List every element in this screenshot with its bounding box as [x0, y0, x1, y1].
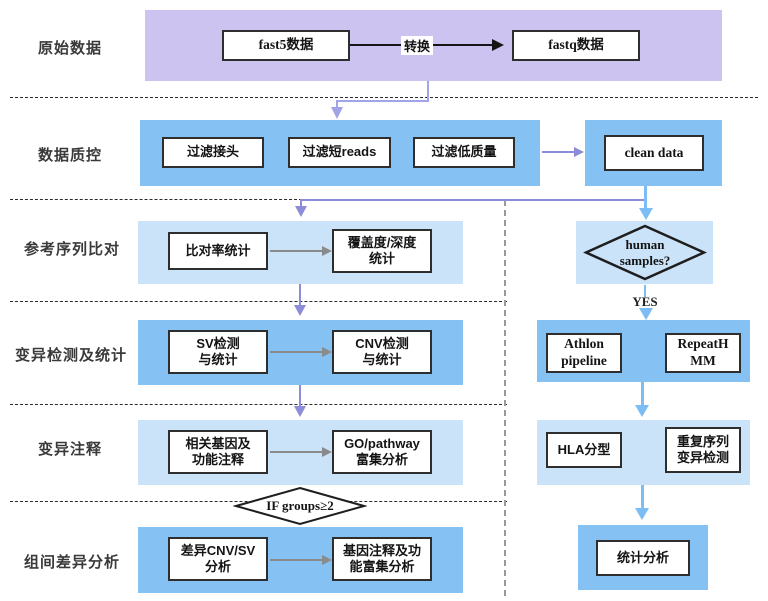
edge-qc-clean-line — [542, 151, 576, 153]
row-label-qc: 数据质控 — [38, 147, 103, 164]
connector-yes-arrowhead — [639, 308, 653, 320]
connector-align-var-line — [299, 284, 301, 306]
node-diff-cnv-sv: 差异CNV/SV 分析 — [168, 537, 268, 581]
node-filter-low-quality: 过滤低质量 — [413, 137, 515, 168]
edge-diff-arrowhead — [322, 555, 332, 565]
separator-3 — [10, 301, 507, 302]
node-fast5-data: fast5数据 — [222, 30, 350, 61]
connector-raw-qc-v1 — [427, 81, 429, 101]
node-filter-short-reads: 过滤短reads — [288, 137, 391, 168]
node-sv-calling: SV检测 与统计 — [168, 330, 268, 374]
decision-if-groups-label: IF groups≥2 — [266, 498, 334, 514]
connector-branch-arrowhead — [295, 206, 307, 217]
connector-branch-h — [300, 199, 646, 201]
connector-var-annot-arrowhead — [294, 406, 306, 417]
row-label-alignment: 参考序列比对 — [24, 241, 121, 258]
node-coverage-depth: 覆盖度/深度 统计 — [332, 229, 432, 273]
node-mapping-rate: 比对率统计 — [168, 232, 268, 270]
edge-var-line — [270, 351, 328, 353]
separator-vertical — [504, 200, 506, 596]
node-go-pathway: GO/pathway 富集分析 — [332, 430, 432, 474]
decision-human-samples: human samples? — [583, 224, 707, 281]
row-label-variant-calling: 变异检测及统计 — [15, 347, 128, 364]
node-cnv-calling: CNV检测 与统计 — [332, 330, 432, 374]
connector-yes-dashed — [644, 285, 646, 297]
node-repeathmm: RepeatH MM — [665, 333, 741, 373]
connector-raw-qc-arrowhead — [331, 107, 343, 119]
edge-annot-arrowhead — [322, 447, 332, 457]
connector-clean-human-line — [644, 186, 647, 210]
connector-typing-stats-arrowhead — [635, 508, 649, 520]
separator-2 — [10, 199, 302, 200]
connector-align-var-arrowhead — [294, 305, 306, 316]
connector-raw-qc-h — [336, 100, 429, 102]
separator-1 — [10, 97, 758, 98]
node-diff-enrichment: 基因注释及功 能富集分析 — [332, 537, 432, 581]
row-label-group-diff: 组间差异分析 — [24, 554, 121, 571]
decision-if-groups-shape — [233, 486, 367, 526]
node-stat-analysis: 统计分析 — [596, 540, 690, 576]
connector-var-annot-line — [299, 385, 301, 407]
connector-raw-qc-v2 — [336, 100, 338, 108]
node-clean-data: clean data — [604, 135, 704, 171]
connector-clean-human-arrowhead — [639, 208, 653, 220]
yes-label: YES — [632, 294, 658, 309]
connector-typing-stats-line — [641, 485, 644, 509]
edge-align-line — [270, 250, 328, 252]
decision-if-groups: IF groups≥2 — [233, 486, 367, 526]
decision-human-samples-shape — [583, 224, 707, 281]
node-repeat-variant: 重复序列 变异检测 — [665, 427, 741, 473]
connector-branch-v — [300, 199, 302, 207]
edge-annot-line — [270, 451, 328, 453]
edge-label-convert: 转换 — [401, 36, 434, 55]
decision-human-samples-label: human samples? — [619, 236, 671, 268]
node-gene-annotation: 相关基因及 功能注释 — [168, 430, 268, 474]
edge-qc-clean-arrowhead — [574, 147, 584, 157]
node-fastq-data: fastq数据 — [512, 30, 640, 61]
node-filter-adapter: 过滤接头 — [162, 137, 264, 168]
row-label-annotation: 变异注释 — [38, 441, 103, 458]
edge-diff-line — [270, 559, 328, 561]
connector-tools-typing-arrowhead — [635, 405, 649, 417]
edge-convert-arrowhead — [492, 39, 504, 51]
node-hla-typing: HLA分型 — [546, 432, 622, 468]
edge-align-arrowhead — [322, 246, 332, 256]
row-label-raw-data: 原始数据 — [38, 40, 103, 57]
connector-tools-typing-line — [641, 382, 644, 406]
node-athlon-pipeline: Athlon pipeline — [546, 333, 622, 373]
edge-var-arrowhead — [322, 347, 332, 357]
separator-4 — [10, 404, 507, 405]
